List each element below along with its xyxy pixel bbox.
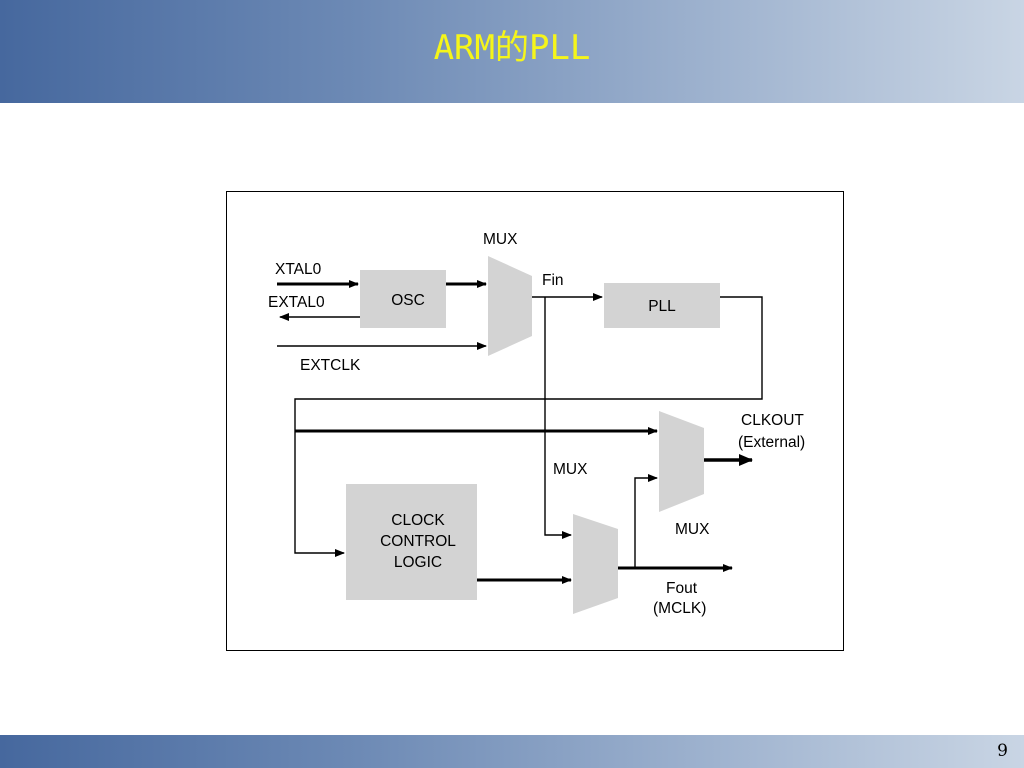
osc-label: OSC xyxy=(391,292,425,309)
clock-control-logic-line-1: CLOCK xyxy=(391,512,445,529)
extclk-label: EXTCLK xyxy=(300,357,361,374)
footer-band xyxy=(0,735,1024,768)
middle-mux xyxy=(573,514,618,614)
clock-control-logic-line-2: CONTROL xyxy=(380,533,456,550)
osc-block xyxy=(360,270,446,328)
fout-note: (MCLK) xyxy=(653,600,706,617)
pll-label: PLL xyxy=(648,298,676,315)
slide-title: ARM的PLL xyxy=(433,28,591,68)
right-mux-label: MUX xyxy=(675,521,710,538)
page-number: 9 xyxy=(997,741,1008,761)
pll-output-wire xyxy=(294,296,763,557)
pll-block xyxy=(604,283,720,328)
fin-label: Fin xyxy=(542,272,564,289)
right-mux xyxy=(659,411,704,512)
top-mux-label: MUX xyxy=(483,231,518,248)
xtal0-label: XTAL0 xyxy=(275,261,322,278)
fin-bypass-wire xyxy=(544,297,572,539)
clkout-label: CLKOUT xyxy=(741,412,804,429)
fout-feedback-wire xyxy=(634,474,658,568)
extal0-label: EXTAL0 xyxy=(268,294,325,311)
clock-control-logic-block xyxy=(346,484,477,600)
fout-label: Fout xyxy=(666,580,698,597)
clkout-note: (External) xyxy=(738,434,805,451)
top-mux xyxy=(488,256,532,356)
diagram-frame xyxy=(226,191,844,651)
clock-control-logic-line-3: LOGIC xyxy=(394,554,442,571)
header-band xyxy=(0,0,1024,103)
middle-mux-label: MUX xyxy=(553,461,588,478)
